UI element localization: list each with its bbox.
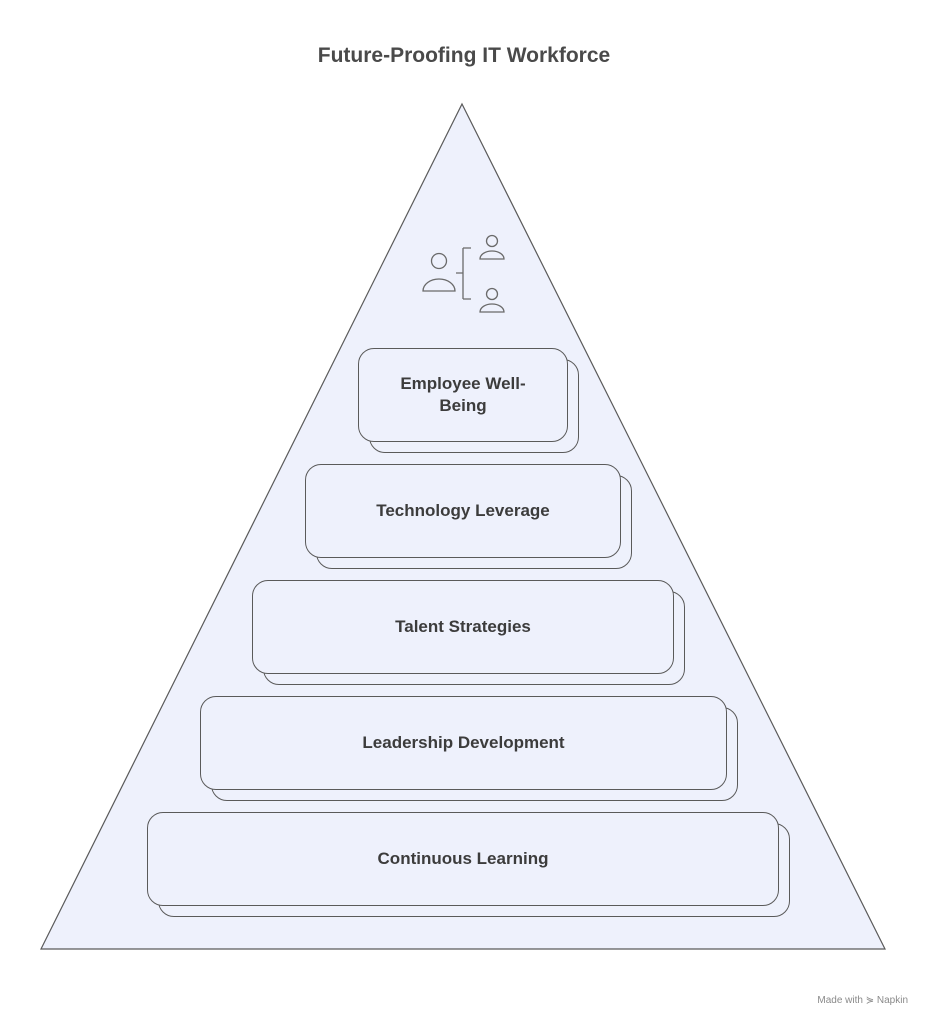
tier-employee-well-being: Employee Well-Being: [358, 348, 579, 453]
tier-face: Talent Strategies: [252, 580, 674, 674]
napkin-watermark: Made with ⋟ Napkin: [817, 995, 908, 1006]
tier-continuous-learning: Continuous Learning: [147, 812, 790, 917]
tier-label: Employee Well-Being: [400, 374, 526, 415]
tier-talent-strategies: Talent Strategies: [252, 580, 685, 685]
diagram-title: Future-Proofing IT Workforce: [317, 44, 611, 67]
people-hierarchy-icon: [422, 234, 505, 313]
tier-face: Technology Leverage: [305, 464, 621, 558]
tier-technology-leverage: Technology Leverage: [305, 464, 632, 569]
tier-label: Leadership Development: [362, 733, 565, 752]
tier-label: Technology Leverage: [376, 501, 550, 520]
tier-face: Leadership Development: [200, 696, 727, 790]
tier-label: Talent Strategies: [395, 617, 531, 636]
tier-face: Employee Well-Being: [358, 348, 568, 442]
tier-label: Continuous Learning: [377, 849, 549, 868]
tier-leadership-development: Leadership Development: [200, 696, 738, 801]
tier-face: Continuous Learning: [147, 812, 779, 906]
